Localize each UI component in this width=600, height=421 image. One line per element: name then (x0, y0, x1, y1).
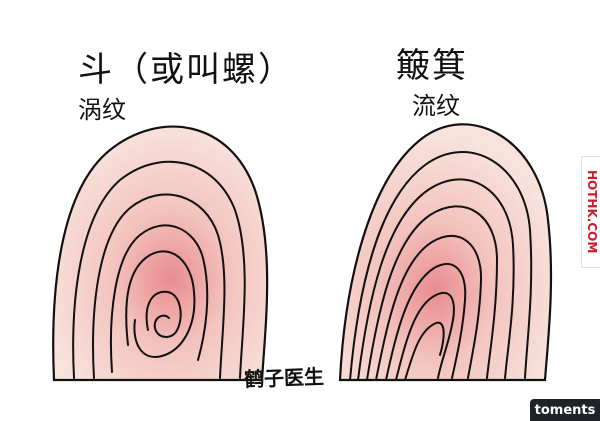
whorl-subtitle: 涡纹 (78, 96, 126, 124)
loop-title: 簸箕 (396, 46, 468, 86)
site-watermark: HOTHK.COM (581, 156, 600, 268)
whorl-title: 斗（或叫螺） (78, 50, 294, 90)
corner-watermark-badge: toments (530, 399, 600, 421)
whorl-fingerprint (52, 125, 269, 382)
artist-signature: 鹤子医生 (243, 364, 325, 392)
loop-fingerprint (338, 123, 553, 382)
loop-subtitle: 流纹 (412, 92, 460, 120)
